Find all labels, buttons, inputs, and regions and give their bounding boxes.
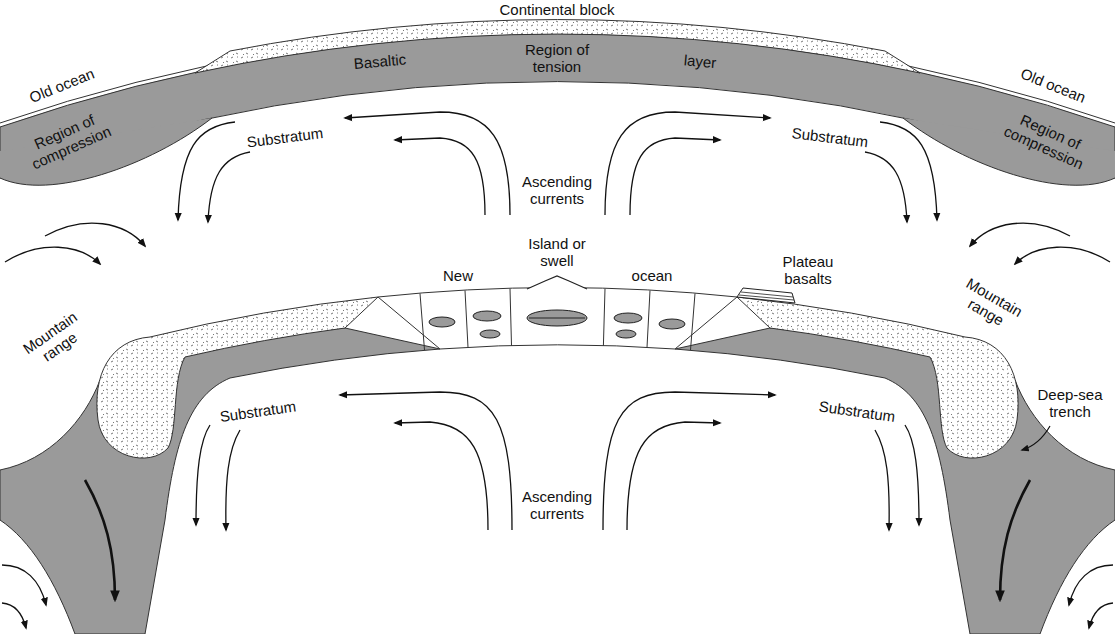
label: Region of compression xyxy=(16,105,121,176)
trench-leader xyxy=(1022,426,1050,450)
bottom-left-half xyxy=(0,297,512,634)
label: ocean xyxy=(632,268,673,285)
label: Substratum xyxy=(791,125,869,151)
label: Mountain range xyxy=(949,272,1030,338)
label: Plateau basalts xyxy=(776,254,841,287)
label: Continental block xyxy=(499,2,614,19)
label: Island or swell xyxy=(527,236,587,269)
label: Region of compression xyxy=(995,105,1100,176)
label: Old ocean xyxy=(1018,66,1088,107)
label: Substratum xyxy=(246,125,324,151)
bottom-right-half xyxy=(603,297,1115,634)
plateau-basalts xyxy=(737,288,795,303)
top-crust xyxy=(0,20,1115,178)
label: Old ocean xyxy=(27,66,97,107)
label: Substratum xyxy=(818,398,896,425)
label: Basaltic xyxy=(353,51,407,72)
label: Ascending currents xyxy=(512,174,602,207)
label: Substratum xyxy=(219,398,297,425)
label: Ascending currents xyxy=(512,489,602,522)
label: New xyxy=(443,268,473,285)
label: layer xyxy=(683,52,717,71)
label: Mountain range xyxy=(15,305,95,375)
label: Deep-sea trench xyxy=(1035,387,1105,420)
label: Region of tension xyxy=(510,42,605,75)
new-ocean xyxy=(378,276,737,350)
